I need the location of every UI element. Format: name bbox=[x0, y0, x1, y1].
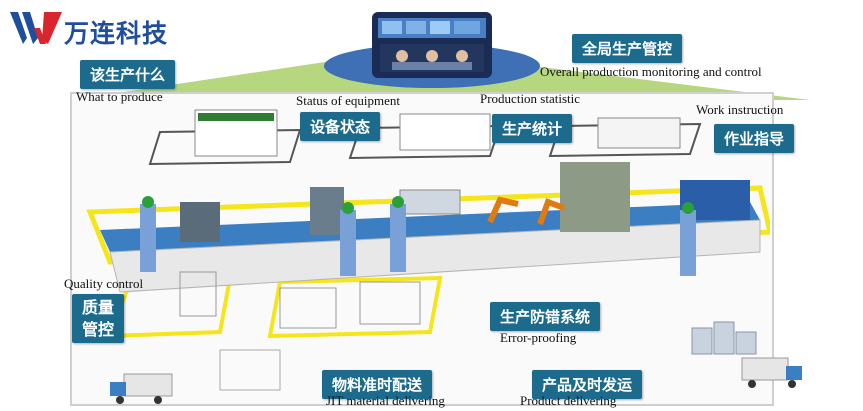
brand-name: 万连科技 bbox=[64, 19, 169, 48]
what-to-produce-caption: What to produce bbox=[76, 89, 163, 104]
equipment-status-tag: 设备状态 bbox=[300, 112, 381, 141]
jit-delivery-tag: 物料准时配送 bbox=[322, 370, 433, 399]
overall-control-tag: 全局生产管控 bbox=[572, 34, 683, 63]
warehouse-buildings-icon bbox=[691, 321, 757, 355]
jit-delivery-caption: JIT material delivering bbox=[326, 393, 445, 408]
company-logo-icon bbox=[10, 12, 62, 44]
overall-control-caption: Overall production monitoring and contro… bbox=[540, 64, 762, 79]
error-proofing-tag: 生产防错系统 bbox=[490, 302, 601, 331]
delivery-truck-right-icon bbox=[741, 357, 802, 388]
delivery-truck-left-icon bbox=[110, 373, 173, 404]
product-delivery-tag: 产品及时发运 bbox=[532, 370, 643, 399]
work-instruction-caption: Work instruction bbox=[696, 102, 784, 117]
factory-floor-scene bbox=[86, 109, 770, 391]
error-proofing-caption: Error-proofing bbox=[500, 330, 577, 345]
quality-control-tag-line2: 管控 bbox=[82, 319, 115, 339]
production-statistic-tag: 生产统计 bbox=[492, 114, 573, 143]
product-delivery-caption: Product delivering bbox=[520, 393, 617, 408]
production-statistic-caption: Production statistic bbox=[480, 91, 581, 106]
work-instruction-tag: 作业指导 bbox=[714, 124, 795, 153]
quality-control-tag-line1: 质量 bbox=[82, 298, 115, 317]
control-room-image bbox=[372, 12, 492, 78]
quality-control-caption: Quality control bbox=[64, 276, 144, 291]
equipment-status-caption: Status of equipment bbox=[296, 93, 400, 108]
quality-control-tag: 质量 管控 bbox=[72, 294, 125, 344]
what-to-produce-tag: 该生产什么 bbox=[80, 60, 176, 89]
